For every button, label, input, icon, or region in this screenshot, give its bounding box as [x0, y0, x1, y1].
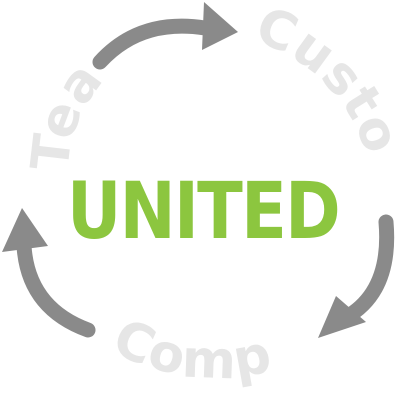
left-arrow-icon	[2, 208, 96, 338]
center-word: UNITED	[67, 167, 339, 257]
top-arrow-icon	[92, 2, 238, 70]
right-arrow-icon	[318, 214, 395, 338]
team-label: Team	[0, 0, 115, 173]
team-label-path: Team	[0, 0, 114, 173]
